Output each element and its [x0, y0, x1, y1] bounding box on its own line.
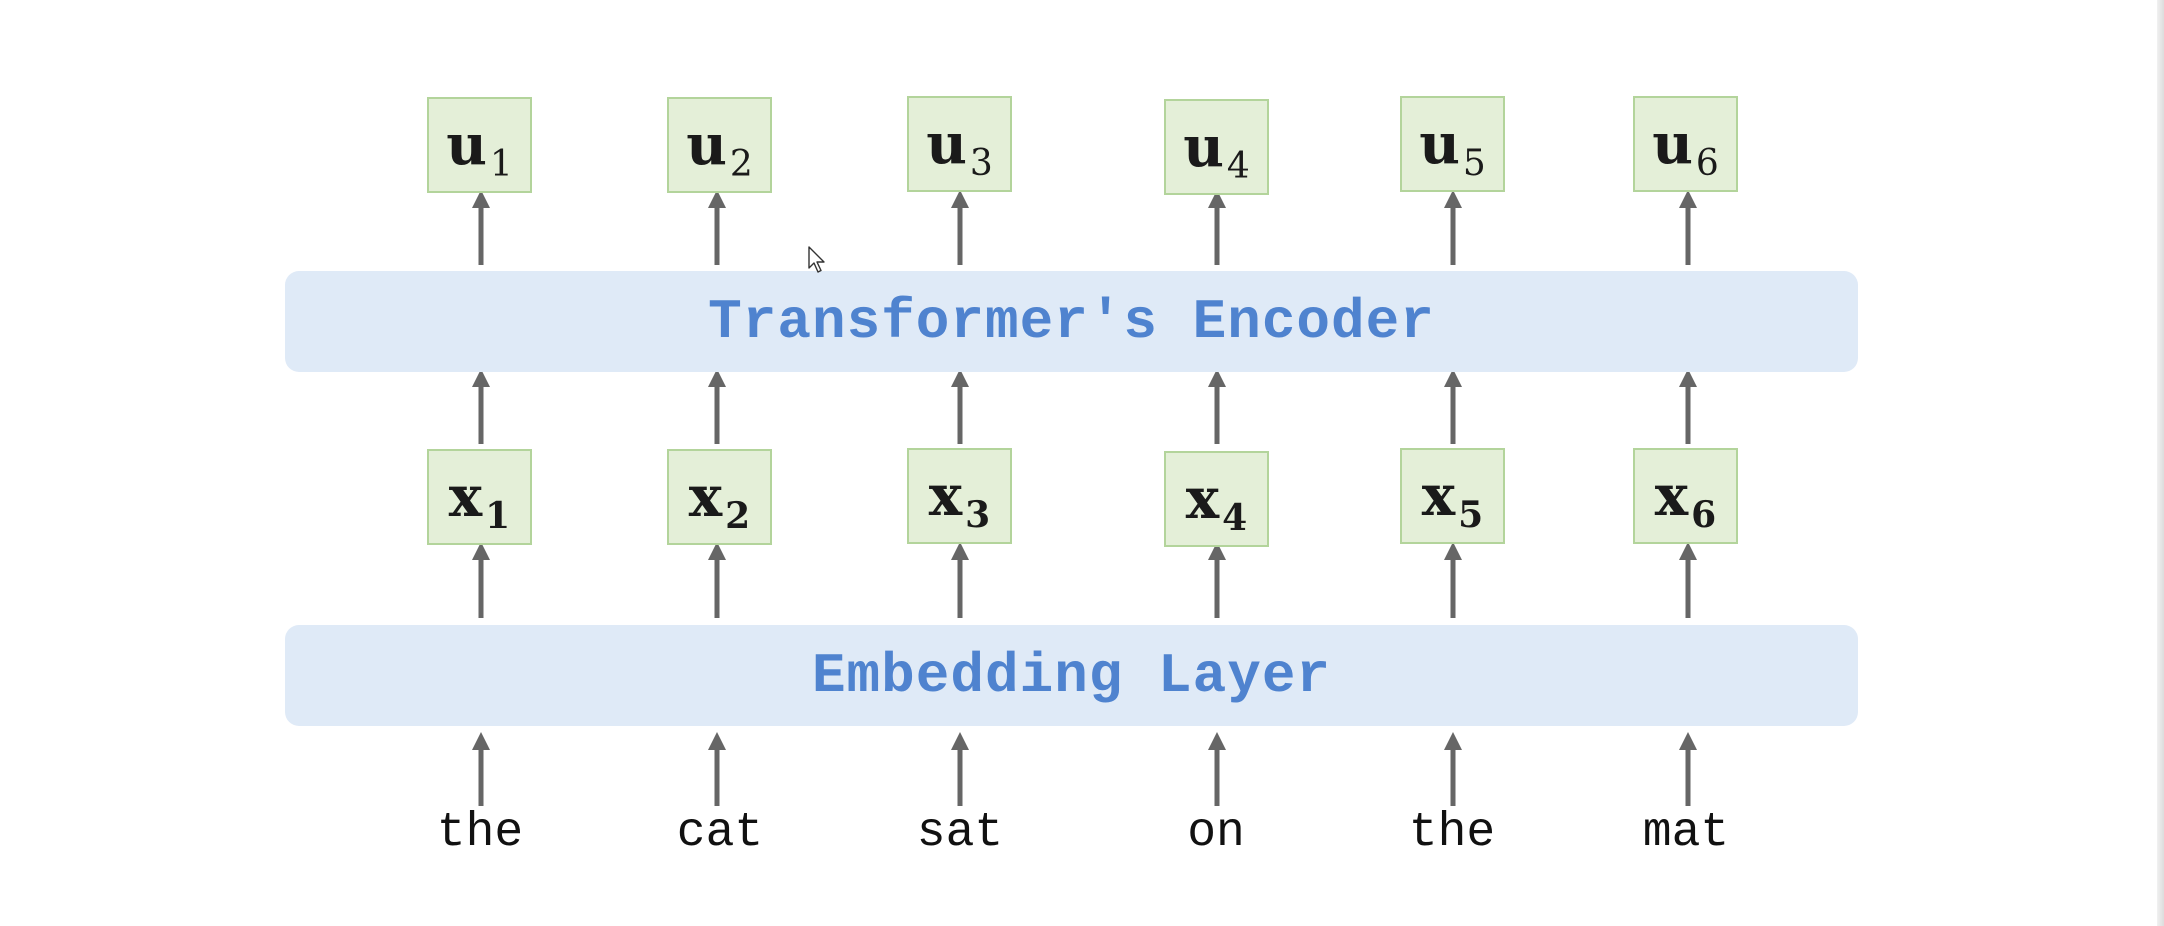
arrow-encoder-to-u-head-3: [951, 190, 969, 208]
arrow-embedding-to-x-head-6: [1679, 542, 1697, 560]
arrow-word-to-embedding-head-6: [1679, 732, 1697, 750]
arrow-encoder-to-u-head-5: [1444, 190, 1462, 208]
arrow-encoder-to-u-head-6: [1679, 190, 1697, 208]
input-word-3: sat: [916, 806, 1004, 860]
encoder-label: Transformer's Encoder: [708, 289, 1435, 354]
arrow-word-to-embedding-head-2: [708, 732, 726, 750]
input-word-5: the: [1408, 806, 1496, 860]
arrow-embedding-to-x-head-3: [951, 542, 969, 560]
arrow-word-to-embedding-head-4: [1208, 732, 1226, 750]
arrow-embedding-to-x-head-5: [1444, 542, 1462, 560]
arrow-word-to-embedding-head-5: [1444, 732, 1462, 750]
embedding-layer-block: Embedding Layer: [285, 625, 1858, 726]
input-word-6: mat: [1642, 806, 1730, 860]
input-word-4: on: [1187, 806, 1245, 860]
arrow-word-to-embedding-head-3: [951, 732, 969, 750]
transformer-encoder-block: Transformer's Encoder: [285, 271, 1858, 372]
input-word-2: cat: [676, 806, 764, 860]
embedding-label: Embedding Layer: [811, 643, 1332, 708]
arrow-word-to-embedding-head-1: [472, 732, 490, 750]
input-word-1: the: [436, 806, 524, 860]
window-edge: [2157, 0, 2164, 926]
mouse-pointer-icon: [808, 246, 825, 273]
